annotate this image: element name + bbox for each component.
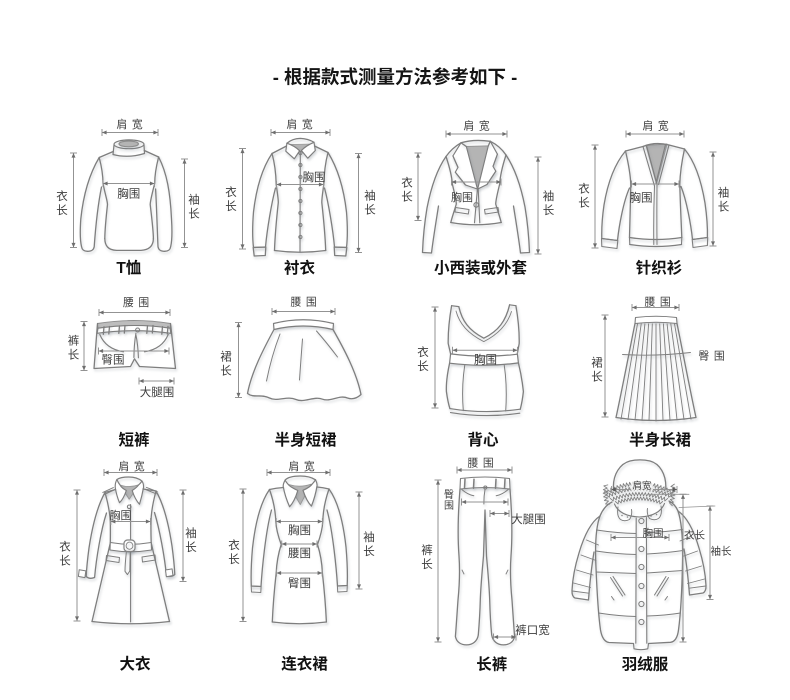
svg-text:长: 长	[543, 204, 555, 217]
svg-text:腰 围: 腰 围	[291, 296, 318, 309]
svg-text:肩 宽: 肩 宽	[464, 119, 491, 133]
svg-text:臀围: 臀围	[102, 354, 125, 367]
svg-text:袖长: 袖长	[711, 545, 732, 558]
svg-text:长: 长	[220, 365, 232, 378]
svg-text:袖: 袖	[543, 189, 555, 203]
svg-text:裤: 裤	[421, 543, 433, 557]
svg-text:长: 长	[59, 555, 71, 568]
svg-text:长: 长	[591, 371, 603, 384]
svg-text:- 根据款式测量方法参考如下 -: - 根据款式测量方法参考如下 -	[273, 67, 518, 88]
svg-text:半身短裙: 半身短裙	[274, 431, 337, 449]
svg-text:长: 长	[578, 197, 590, 210]
svg-text:小西装或外套: 小西装或外套	[434, 258, 528, 277]
svg-text:衣: 衣	[225, 185, 237, 199]
svg-text:大腿围: 大腿围	[140, 385, 175, 399]
svg-text:胸围: 胸围	[630, 191, 653, 205]
svg-text:腰围: 腰围	[288, 547, 311, 560]
svg-text:肩 宽: 肩 宽	[117, 117, 144, 131]
svg-text:袖: 袖	[363, 530, 375, 544]
svg-text:裙: 裙	[591, 357, 603, 370]
svg-text:胸围: 胸围	[643, 527, 664, 540]
svg-text:长: 长	[56, 204, 68, 217]
svg-text:胸围: 胸围	[451, 190, 473, 204]
svg-text:肩宽: 肩宽	[632, 480, 652, 492]
svg-text:长: 长	[188, 208, 200, 221]
svg-text:裙: 裙	[220, 351, 232, 364]
svg-text:连衣裙: 连衣裙	[281, 654, 328, 673]
svg-text:T恤: T恤	[116, 259, 141, 277]
svg-text:长: 长	[401, 191, 413, 204]
svg-text:袖: 袖	[718, 186, 730, 200]
svg-text:衬衣: 衬衣	[284, 258, 316, 277]
svg-text:长: 长	[228, 553, 240, 566]
svg-text:围: 围	[444, 500, 454, 512]
svg-text:胸围: 胸围	[303, 170, 326, 184]
svg-text:长: 长	[185, 541, 197, 554]
svg-text:臀: 臀	[444, 489, 454, 501]
svg-text:大衣: 大衣	[119, 654, 151, 673]
svg-text:长: 长	[68, 349, 80, 362]
svg-text:袖: 袖	[364, 189, 376, 203]
svg-text:半身长裙: 半身长裙	[629, 431, 692, 449]
svg-text:肩 宽: 肩 宽	[289, 459, 316, 473]
svg-text:肩 宽: 肩 宽	[287, 117, 314, 131]
svg-text:腰 围: 腰 围	[645, 296, 672, 309]
svg-text:臀围: 臀围	[288, 577, 311, 590]
svg-text:大腿围: 大腿围	[511, 512, 546, 526]
svg-text:裤: 裤	[68, 334, 80, 348]
svg-text:长: 长	[225, 200, 237, 213]
svg-text:衣: 衣	[401, 176, 413, 190]
svg-text:裤口宽: 裤口宽	[515, 623, 550, 637]
svg-text:胸围: 胸围	[110, 508, 132, 522]
svg-text:胸围: 胸围	[288, 523, 311, 537]
svg-text:长: 长	[363, 545, 375, 558]
svg-text:胸围: 胸围	[474, 353, 497, 367]
svg-text:背心: 背心	[467, 431, 499, 449]
svg-text:臀 围: 臀 围	[699, 350, 726, 363]
svg-text:肩 宽: 肩 宽	[643, 119, 670, 133]
svg-text:羽绒服: 羽绒服	[622, 655, 669, 674]
svg-text:长: 长	[718, 201, 730, 214]
svg-text:衣长: 衣长	[684, 529, 705, 542]
svg-text:针织衫: 针织衫	[636, 259, 683, 277]
svg-text:长: 长	[421, 558, 433, 571]
svg-text:衣: 衣	[59, 540, 71, 554]
svg-text:短裤: 短裤	[118, 431, 149, 449]
svg-text:衣: 衣	[417, 345, 429, 359]
svg-text:肩 宽: 肩 宽	[119, 459, 146, 473]
svg-text:长裤: 长裤	[476, 656, 507, 674]
svg-text:长: 长	[364, 204, 376, 217]
svg-text:衣: 衣	[56, 189, 68, 203]
svg-text:腰 围: 腰 围	[123, 296, 150, 309]
svg-text:衣: 衣	[228, 538, 240, 552]
svg-text:腰 围: 腰 围	[468, 457, 495, 470]
svg-text:衣: 衣	[578, 182, 590, 196]
svg-text:袖: 袖	[188, 193, 200, 207]
svg-text:袖: 袖	[185, 526, 197, 540]
svg-text:长: 长	[417, 360, 429, 373]
svg-text:胸围: 胸围	[117, 187, 140, 201]
